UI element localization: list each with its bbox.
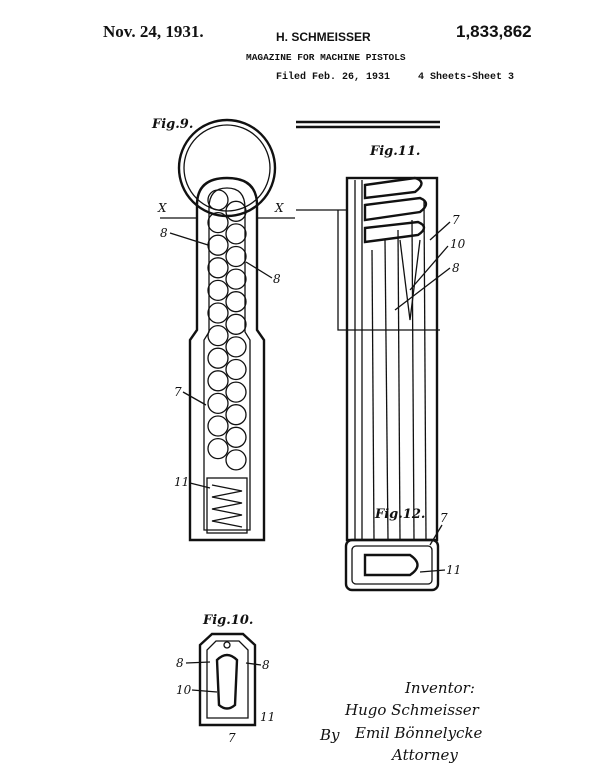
fig9-ref-x-right: X [274, 201, 284, 215]
figure-9: Fig.9. X X 8 8 7 11 [151, 117, 295, 542]
cartridge [207, 302, 229, 324]
fig10-ref-8-right: 8 [262, 658, 270, 672]
figure-12: Fig.12. 7 11 [344, 507, 461, 592]
patent-date: Nov. 24, 1931. [103, 22, 204, 41]
fig11-ref-10: 10 [450, 237, 466, 251]
cartridge [225, 358, 247, 381]
fig9-ref-8-right: 8 [273, 272, 281, 286]
cartridge [207, 189, 229, 211]
cartridge [207, 437, 229, 460]
figure-11: Fig.11. 7 10 8 [296, 120, 466, 542]
cartridge [207, 392, 229, 415]
cartridge [225, 223, 247, 245]
cartridge [207, 347, 229, 369]
inventor-caption: Inventor: [404, 679, 475, 697]
fig10-ref-7: 7 [228, 731, 236, 745]
fig11-ref-8: 8 [452, 261, 460, 275]
fig10-ref-11: 11 [260, 710, 275, 724]
by-label: By [319, 726, 340, 744]
cartridge [207, 257, 229, 279]
cartridge [225, 336, 247, 358]
attorney-caption: Attorney [390, 746, 458, 764]
fig9-label: Fig.9. [151, 117, 193, 132]
cartridge [225, 404, 247, 426]
cartridge [207, 211, 229, 234]
cartridge [207, 415, 229, 437]
cartridge-column [207, 189, 247, 471]
attorney-signature: Emil Bönnelycke [354, 724, 483, 742]
fig9-ref-8-left: 8 [160, 226, 168, 240]
fig12-ref-7: 7 [440, 511, 448, 525]
cartridge [207, 279, 229, 302]
fig10-label: Fig.10. [202, 613, 253, 628]
cartridge [225, 381, 247, 403]
cartridge [225, 245, 247, 268]
cartridge [225, 426, 247, 448]
cartridge [207, 234, 229, 256]
signature-block: Inventor: Hugo Schmeisser By Emil Bönnel… [319, 679, 483, 764]
cartridge [225, 313, 247, 335]
cartridge [207, 324, 229, 347]
fig9-ref-x-left: X [157, 201, 167, 215]
patent-title: MAGAZINE FOR MACHINE PISTOLS [246, 52, 406, 63]
cartridge [207, 370, 229, 392]
fig11-label: Fig.11. [369, 144, 420, 159]
cartridge [225, 268, 247, 290]
sheet-number: 4 Sheets-Sheet 3 [418, 72, 515, 83]
fig10-ref-8-left: 8 [176, 656, 184, 670]
patent-number: 1,833,862 [456, 22, 532, 41]
cartridge [225, 449, 247, 471]
fig9-ref-7: 7 [174, 385, 182, 399]
inventor-header: H. SCHMEISSER [276, 30, 371, 44]
filed-date: Filed Feb. 26, 1931 [276, 72, 391, 83]
cartridge [225, 200, 247, 222]
fig12-ref-11: 11 [446, 563, 461, 577]
cartridge [225, 291, 247, 313]
fig11-ref-7: 7 [452, 213, 460, 227]
fig9-ref-11: 11 [174, 475, 189, 489]
figure-10: Fig.10. 8 8 10 11 7 [176, 613, 275, 745]
inventor-name: Hugo Schmeisser [344, 701, 480, 719]
fig10-ref-10: 10 [176, 683, 192, 697]
fig12-label: Fig.12. [374, 507, 425, 522]
